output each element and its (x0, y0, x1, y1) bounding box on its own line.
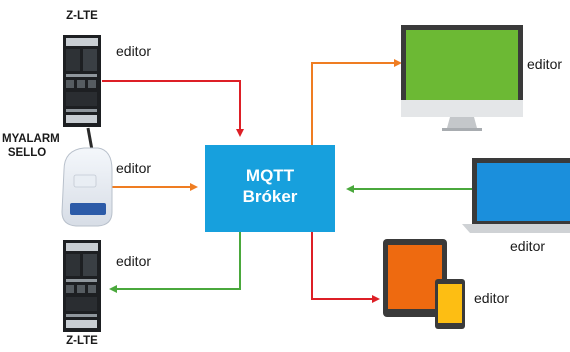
arrow-broker-to-monitor (311, 59, 402, 145)
broker-title-line2: Bróker (243, 187, 298, 206)
arrow-broker-to-tablet (311, 232, 380, 303)
myalarm-sello-device-image (61, 127, 113, 227)
arrow-broker-to-zlte (109, 232, 241, 293)
editor-label-zlte-bottom: editor (116, 253, 152, 269)
zlte-top-label: Z-LTE (66, 10, 98, 22)
editor-label-zlte-top: editor (116, 43, 152, 59)
monitor-icon (401, 25, 523, 131)
myalarm-label-line2: SELLO (7, 147, 47, 159)
myalarm-label-line1: MYALARM (2, 133, 60, 145)
zlte-bottom-label: Z-LTE (66, 335, 98, 347)
laptop-icon (462, 158, 570, 233)
editor-label-myalarm: editor (116, 160, 152, 176)
arrow-zlte-to-broker (102, 80, 244, 137)
zlte-device-bottom-image (63, 240, 101, 332)
tablet-phone-icon (383, 239, 465, 329)
editor-label-laptop: editor (510, 238, 546, 254)
broker-title-line1: MQTT (246, 166, 295, 185)
editor-label-tablet: editor (474, 290, 510, 306)
editor-label-monitor: editor (527, 56, 563, 72)
mqtt-broker-node: MQTT Bróker (205, 145, 335, 232)
zlte-device-top-image (63, 35, 101, 127)
